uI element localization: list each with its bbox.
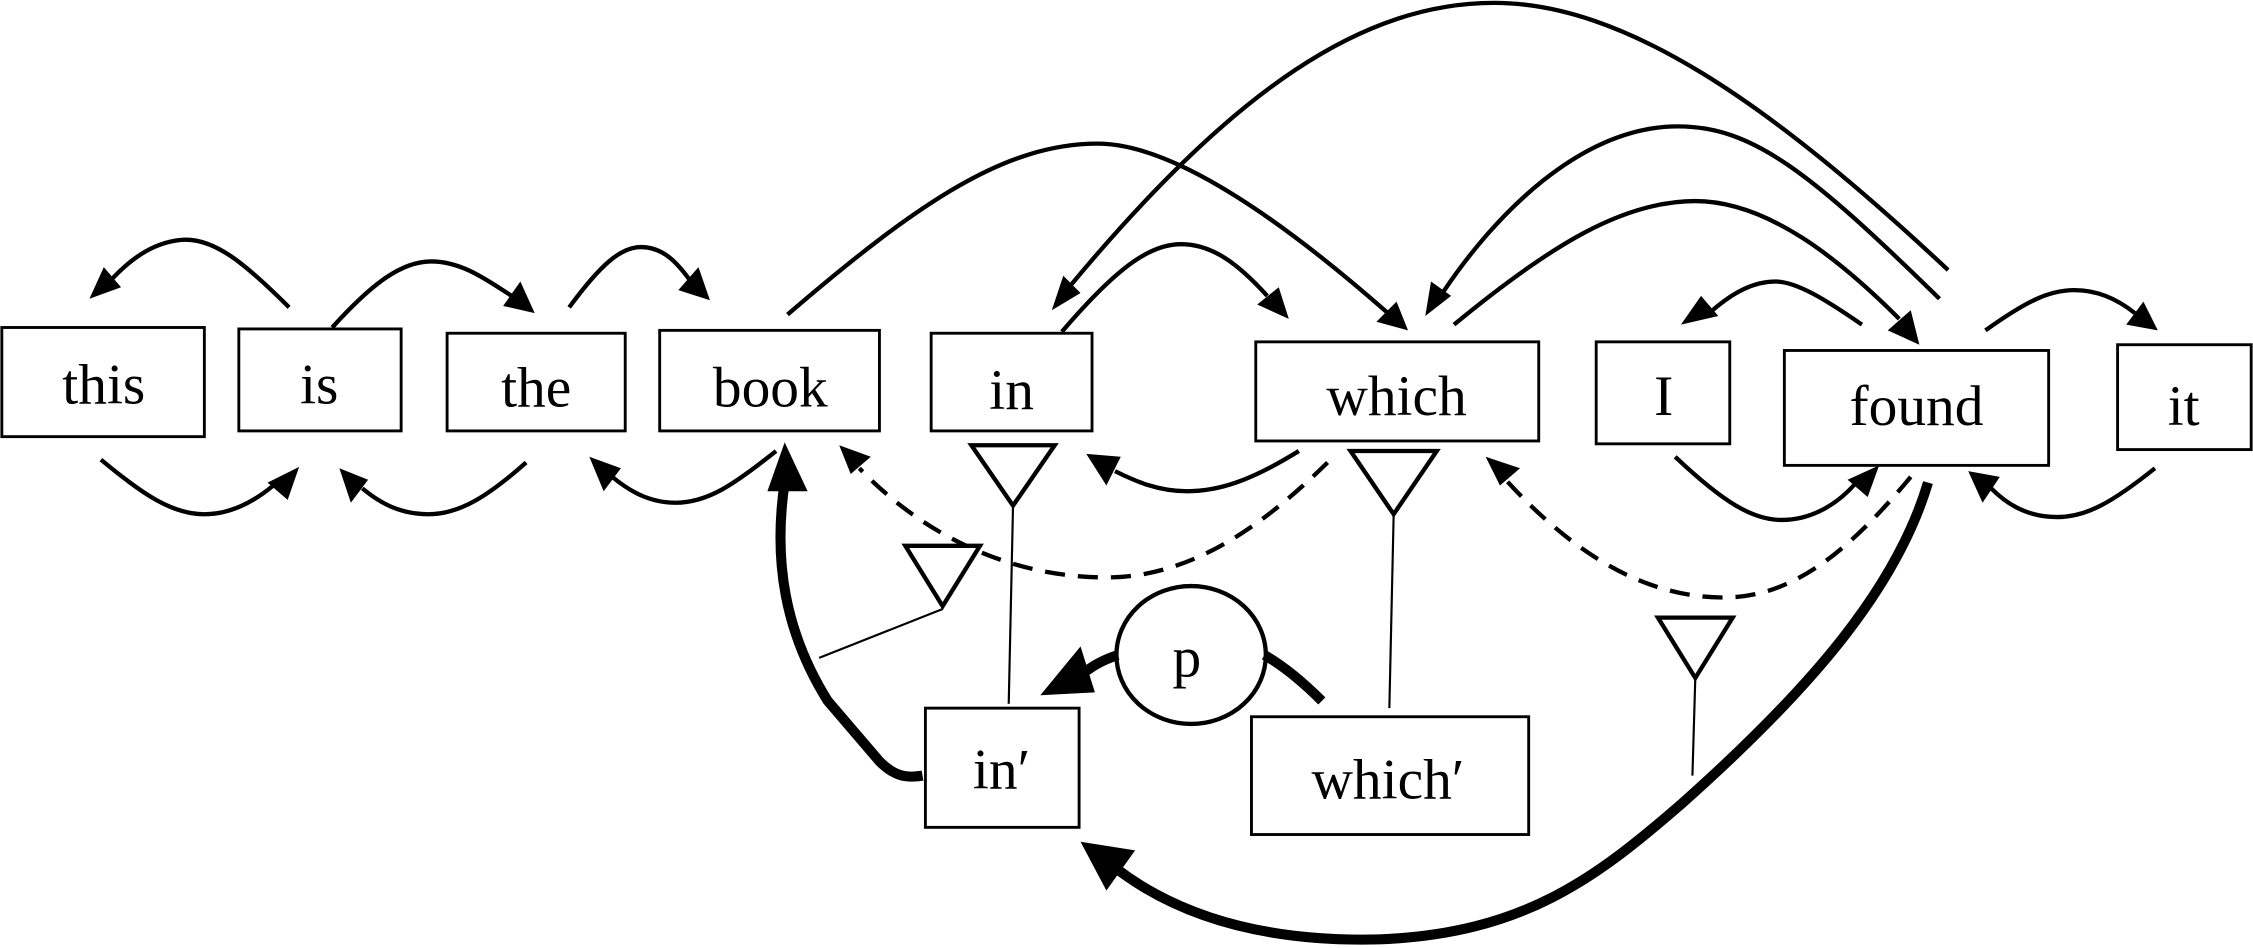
arc-in-which <box>1060 242 1289 334</box>
arc-I-found <box>1673 455 1880 523</box>
arrowhead-icon <box>1887 310 1920 345</box>
node-which-prime: which′ <box>1250 715 1531 836</box>
arrowhead-icon <box>1425 281 1452 316</box>
arc-found-which <box>1425 124 1941 316</box>
arc-found-I <box>1680 279 1864 327</box>
arrowhead-icon <box>503 281 535 314</box>
node-label: the <box>501 356 571 419</box>
node-label: in′ <box>973 738 1030 801</box>
copy-marker-book <box>818 543 984 659</box>
copy-marker-in <box>967 443 1059 704</box>
arc-is-this <box>89 237 291 309</box>
arrowhead-icon <box>678 267 710 301</box>
arc-the-is <box>339 460 528 517</box>
node-label: book <box>713 356 828 419</box>
node-label: p <box>1172 626 1201 689</box>
arrowhead-icon <box>839 445 871 474</box>
node-book: book <box>658 328 881 433</box>
node-label: which′ <box>1311 748 1464 811</box>
arrowhead-icon <box>1080 841 1136 891</box>
node-I: I <box>1594 340 1732 446</box>
triangle-icon <box>1654 615 1737 683</box>
node-label: it <box>2168 375 2200 438</box>
node-label: which <box>1326 365 1466 428</box>
copy-marker-found <box>1654 615 1737 776</box>
arrowhead-icon <box>1680 295 1719 325</box>
arc-the-book <box>567 244 710 309</box>
triangle-icon <box>1346 448 1441 519</box>
arrowhead-icon <box>267 466 300 500</box>
arc-which-found <box>1452 198 1920 345</box>
node-the: the <box>445 331 627 433</box>
arrowhead-icon <box>1968 471 2000 503</box>
arrowhead-icon <box>1257 287 1289 319</box>
node-in-prime: in′ <box>923 706 1081 829</box>
triangle-icon <box>901 543 984 611</box>
thick-arc-which-prime-p-in-prime <box>1040 646 1326 705</box>
arrowhead-icon <box>1847 465 1880 497</box>
arrowhead-icon <box>1051 275 1081 311</box>
triangle-icon <box>967 443 1059 510</box>
arrowhead-icon <box>1376 301 1409 331</box>
node-label: in <box>989 359 1034 422</box>
dashed-arc-found-which <box>1485 456 1913 600</box>
node-is: is <box>237 327 403 433</box>
arrowhead-icon <box>767 442 808 492</box>
arrowhead-icon <box>2126 301 2158 331</box>
copy-marker-which <box>1346 448 1441 709</box>
arc-book-the <box>589 449 778 505</box>
thick-arc-in-prime-book <box>767 442 924 782</box>
thick-arc-found-in-prime <box>1080 481 1933 945</box>
arc-is-the <box>330 259 535 329</box>
node-label: is <box>300 353 338 416</box>
arrowhead-icon <box>1485 456 1521 486</box>
node-which: which <box>1254 340 1541 443</box>
arc-found-in <box>1051 0 1950 311</box>
node-p: p <box>1114 583 1268 727</box>
arrowhead-icon <box>89 267 122 299</box>
arc-found-it <box>1984 287 2158 333</box>
node-in: in <box>929 331 1094 433</box>
arrowhead-icon <box>589 456 621 492</box>
arc-book-which <box>786 141 1409 331</box>
arc-it-found <box>1968 466 2157 520</box>
node-label: this <box>62 353 145 416</box>
arrowhead-icon <box>1040 646 1095 696</box>
node-this: this <box>0 326 206 439</box>
node-label: I <box>1654 365 1673 428</box>
arc-which-in <box>1086 449 1300 494</box>
arrowhead-icon <box>339 468 369 503</box>
arrowhead-icon <box>1086 453 1121 486</box>
node-label: found <box>1849 375 1983 438</box>
node-found: found <box>1782 349 2051 467</box>
dashed-arc-which-book <box>839 445 1330 580</box>
node-it: it <box>2116 343 2253 452</box>
arc-this-is <box>99 457 300 517</box>
